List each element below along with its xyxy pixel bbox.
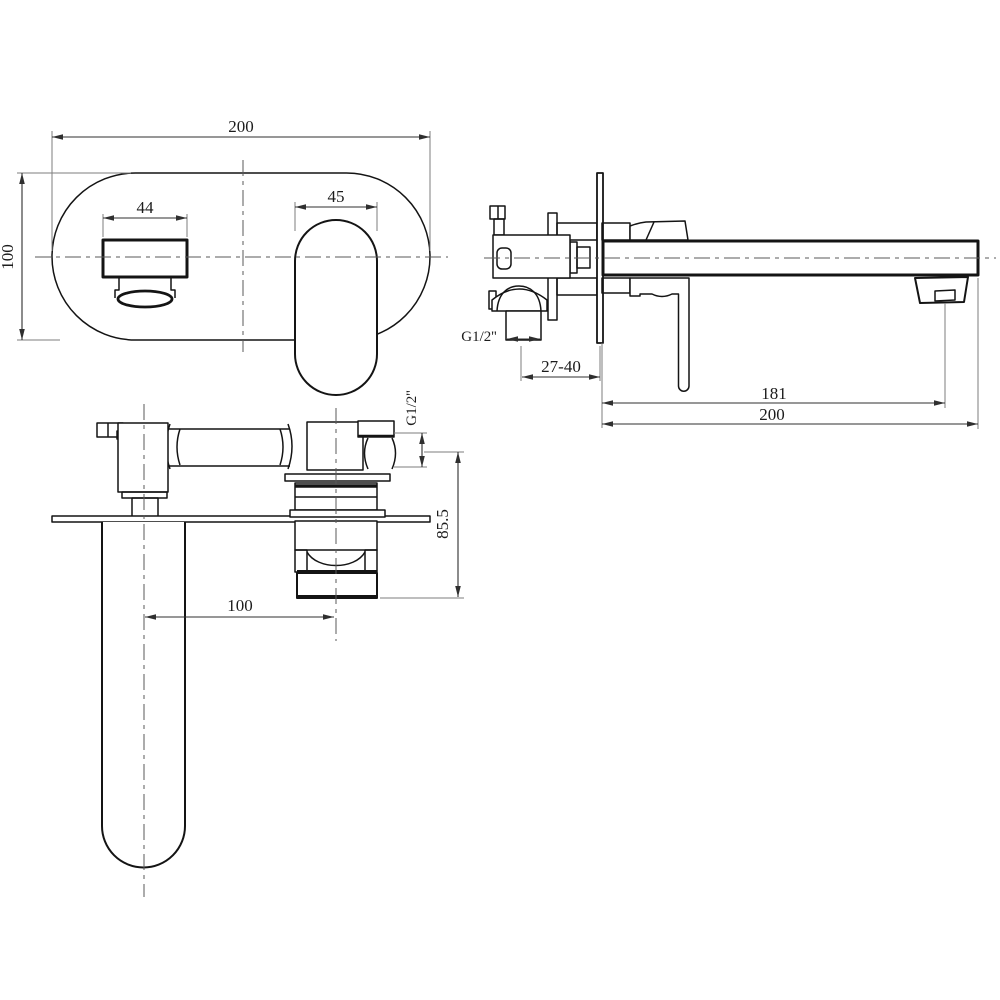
dim-center-distance-label: 100 [227,596,253,615]
valve-base-block [296,572,378,599]
escutcheon-bar-top [284,473,391,482]
spout-neck [114,277,176,298]
extension-lines-side [520,278,979,429]
extension-lines-front [17,131,431,341]
lever-grip-slant [645,221,655,241]
extension-lines-top [380,432,464,599]
outlet-stub-side [505,310,542,341]
in-wall-valve-body [492,234,571,279]
lever-grip-side [629,220,689,241]
aerator-front [116,289,174,309]
dim-plate-height-label: 100 [0,244,17,270]
dim-handle-width-label: 45 [328,187,345,206]
spout-elbow-top [117,422,169,493]
valve-bowl-left-tab [294,549,308,573]
valve-dome-inner [496,285,542,312]
escutcheon-bottom-side [601,277,631,294]
dim-plate-width-label: 200 [228,117,254,136]
dim-spout-width-label: 44 [137,198,155,217]
valve-dome [491,288,548,312]
inlet-union-joint [363,437,397,470]
pipe-union-joints [165,423,293,470]
inlet-neck-side [493,218,505,236]
spout-elbow-stem [131,497,159,518]
dim-inlet-thread-label: G1/2'' [461,329,497,345]
dim-outlet-thread-label: G1/2'' [404,390,420,426]
top-view: G1/2'' 85.5 100 [51,390,464,897]
dim-wall-range-label: 27-40 [541,357,581,376]
dim-total-projection-label: 200 [759,405,785,424]
lever-handle-side [629,277,690,392]
valve-block-top [306,421,364,471]
valve-bowl-right-tab [364,549,378,573]
mixer-handle-front [294,219,378,396]
wall-plate-top-edge [51,515,431,523]
valve-flange-top [289,509,386,518]
escutcheon-top-side [601,222,631,241]
aerator-outlet-side [934,289,956,302]
connector-pipe-top [168,428,290,467]
dim-body-depth-label: 85.5 [433,509,452,539]
inlet-pipe-top [357,420,395,438]
spout-outlet-front [101,238,189,279]
bracket-connector-bottom [556,277,598,296]
side-view: G1/2'' 27-40 181 200 [461,172,996,429]
front-view: 200 100 44 45 [0,117,448,396]
dim-spout-reach-label: 181 [761,384,787,403]
